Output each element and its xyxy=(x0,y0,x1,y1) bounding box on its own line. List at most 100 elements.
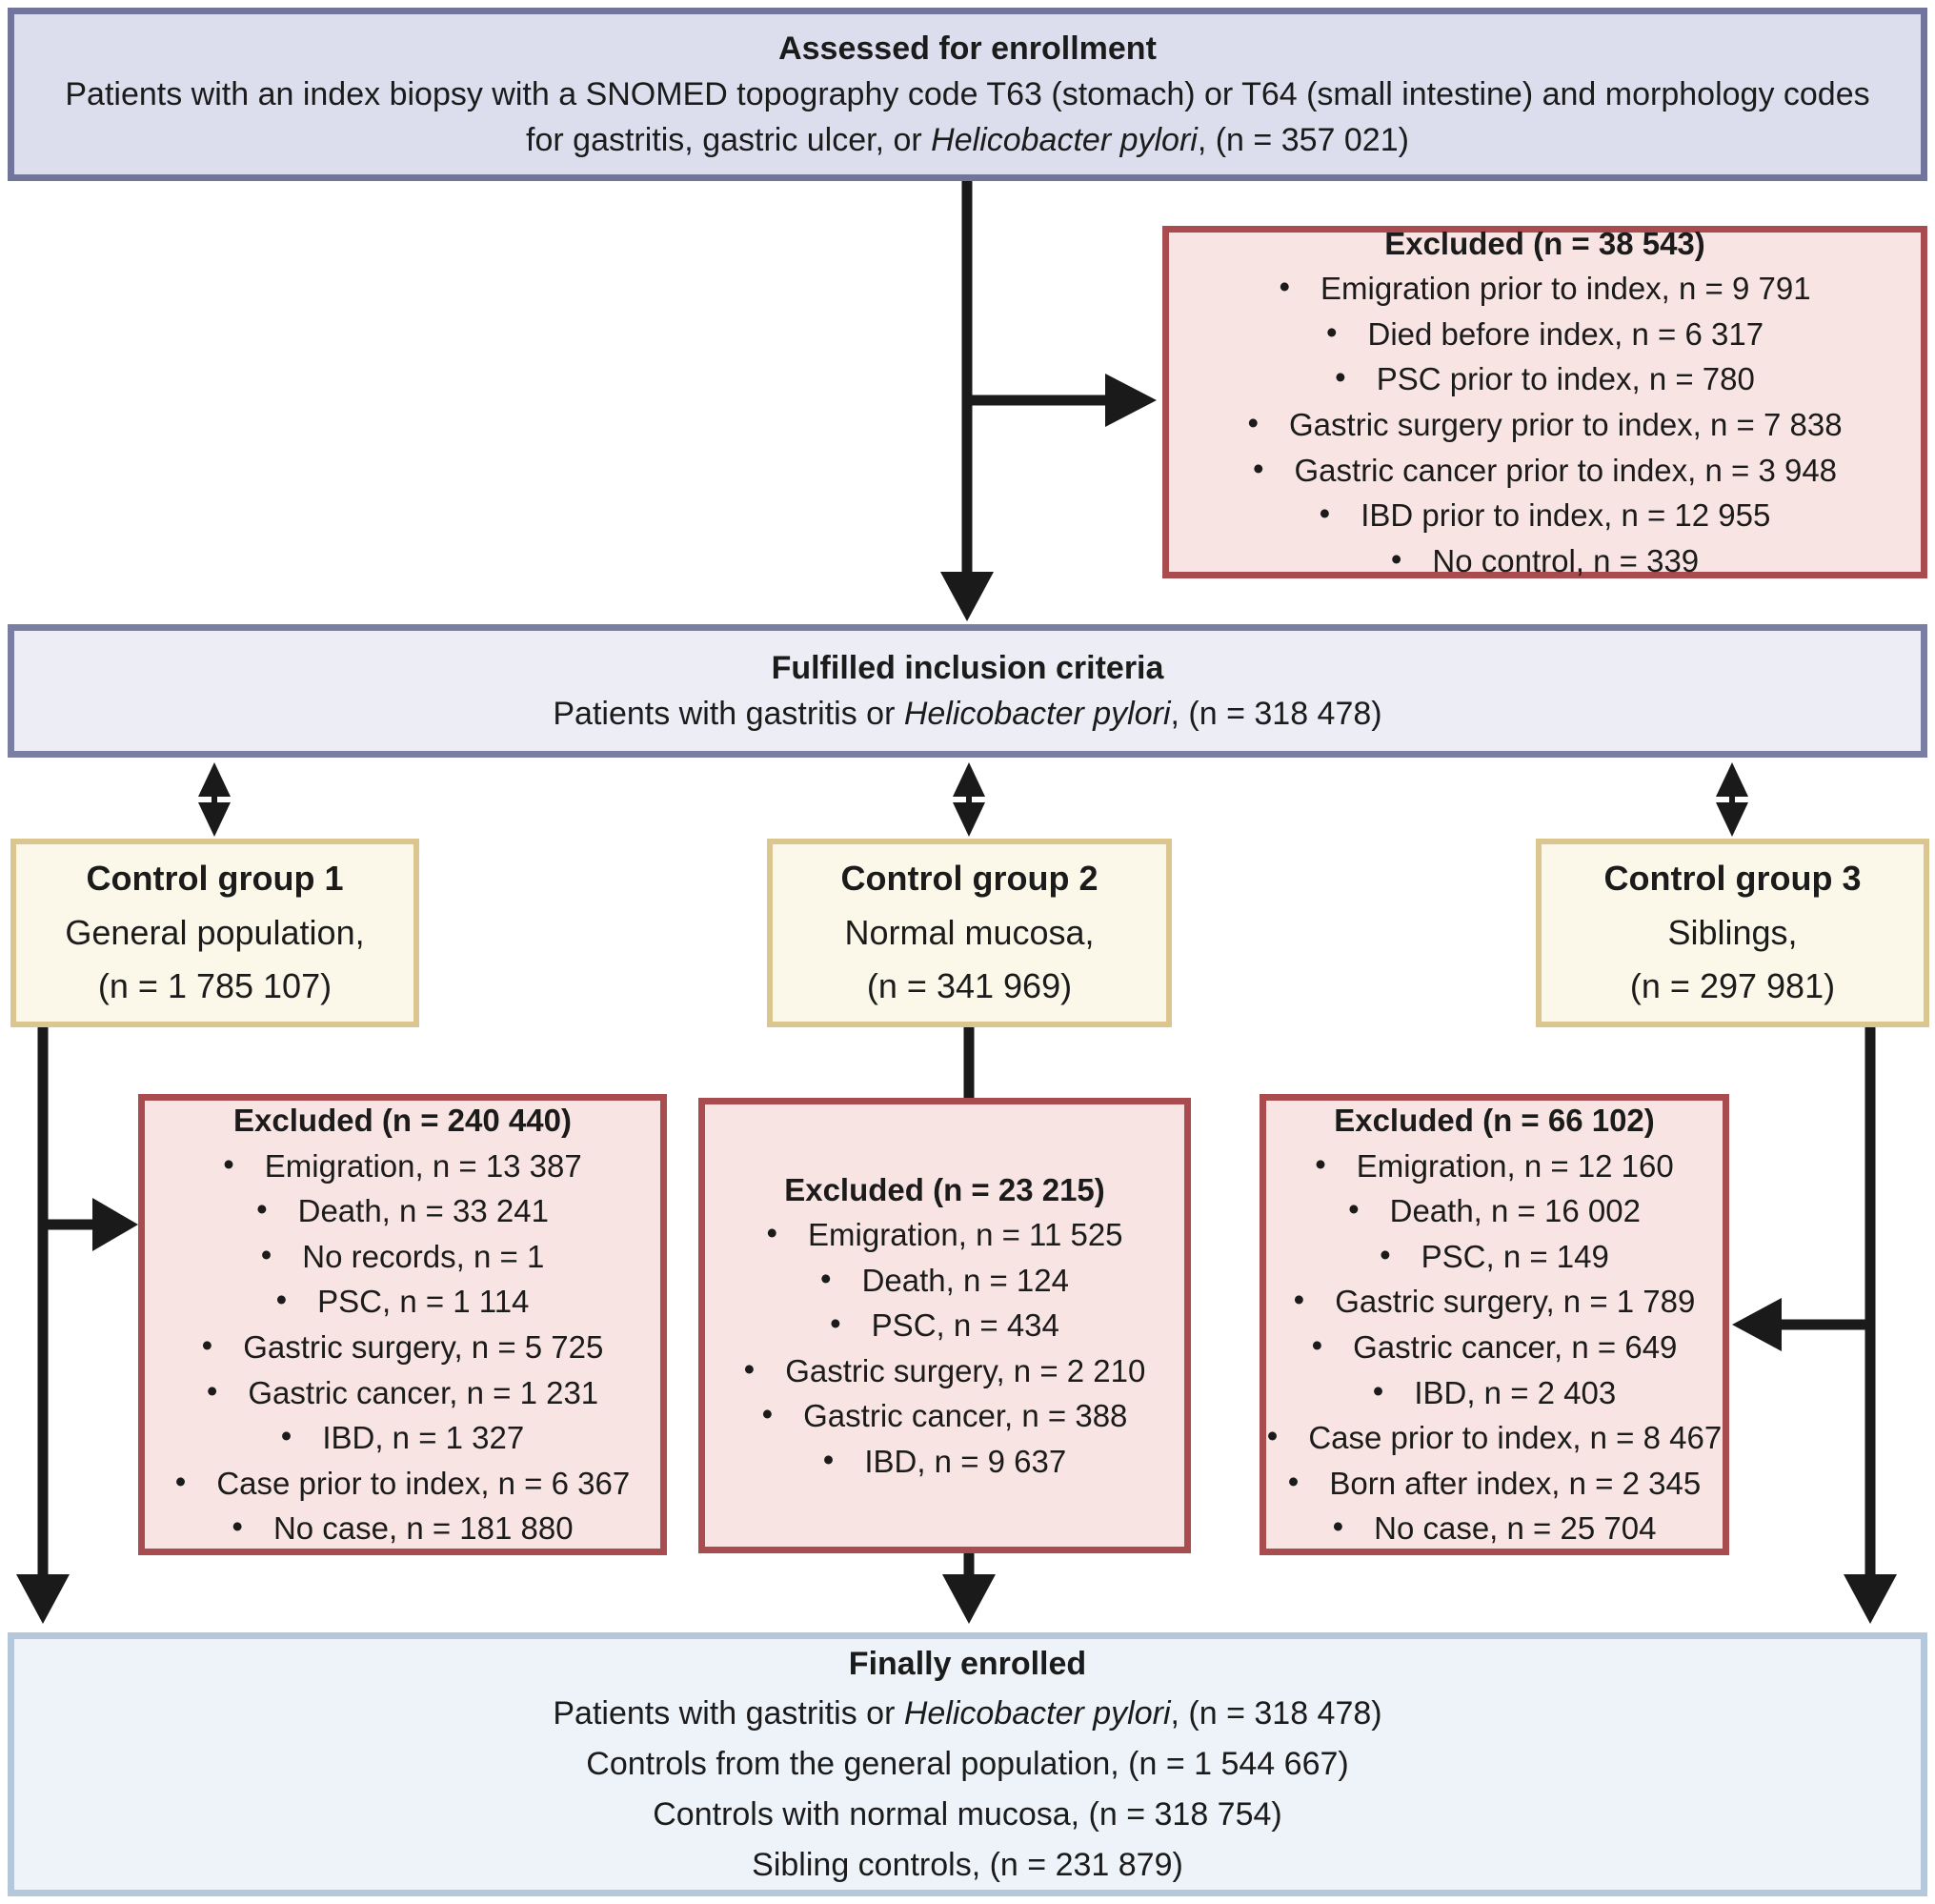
excluded-item-text: IBD, n = 2 403 xyxy=(1414,1374,1617,1410)
bullet-icon: • xyxy=(822,1441,835,1477)
bullet-icon: • xyxy=(260,1236,272,1272)
excluded-item-text: PSC, n = 434 xyxy=(871,1307,1059,1344)
bullet-icon: • xyxy=(1372,1372,1384,1408)
final-line-general-population: Controls from the general population, (n… xyxy=(586,1739,1348,1790)
text-segment: Controls from the general population, (n… xyxy=(586,1746,1349,1783)
excluded-group-3-list: • Emigration, n = 12 160 • Death, n = 16 00… xyxy=(1267,1144,1722,1551)
bullet-icon: • xyxy=(1335,359,1346,395)
excluded-item-text: Died before index, n = 6 317 xyxy=(1367,315,1764,352)
excluded-item: • PSC prior to index, n = 780 xyxy=(1247,356,1842,402)
excluded-top-list: •Emigration prior to index, n = 9 791•Di… xyxy=(1247,266,1842,583)
bullet-icon: • xyxy=(1390,540,1402,577)
excluded-item: • Gastric cancer, n = 388 xyxy=(744,1393,1146,1439)
control-group-3-title: Control group 3 xyxy=(1603,858,1862,898)
final-box: Finally enrolled Patients with gastritis… xyxy=(8,1632,1927,1896)
excluded-group-1-title: Excluded (n = 240 440) xyxy=(233,1103,572,1139)
bullet-icon: • xyxy=(830,1306,841,1342)
bullet-icon: • xyxy=(761,1396,774,1432)
final-title: Finally enrolled xyxy=(848,1645,1087,1682)
excluded-item-text: PSC prior to index, n = 780 xyxy=(1376,361,1755,397)
text-segment: , (n = 318 478) xyxy=(1170,696,1382,732)
bullet-icon: • xyxy=(1311,1327,1323,1363)
control-group-1-title: Control group 1 xyxy=(86,858,344,898)
excluded-item: • No records, n = 1 xyxy=(175,1234,630,1280)
excluded-item-text: PSC, n = 1 114 xyxy=(317,1284,530,1320)
bullet-icon: • xyxy=(1266,1418,1279,1454)
excluded-item: • PSC, n = 434 xyxy=(744,1303,1146,1348)
assessed-body: Patients with an index biopsy with a SNO… xyxy=(49,71,1886,164)
bullet-icon: • xyxy=(1287,1463,1300,1499)
excluded-item: • Emigration prior to index, n = 9 791 xyxy=(1247,266,1842,312)
arrow-cg3-to-final xyxy=(1844,1025,1897,1624)
control-group-3-box: Control group 3 Siblings, (n = 297 981) xyxy=(1536,839,1929,1027)
excluded-item-text: IBD, n = 9 637 xyxy=(864,1443,1067,1479)
excluded-item: •IBD prior to index, n = 12 955 xyxy=(1247,493,1842,538)
excluded-item: • Emigration, n = 12 160 xyxy=(1267,1144,1722,1189)
bullet-icon: • xyxy=(743,1350,756,1387)
excluded-item: • Emigration, n = 11 525 xyxy=(744,1212,1146,1258)
bullet-icon: • xyxy=(820,1260,832,1296)
control-group-3-desc: Siblings, xyxy=(1667,912,1798,952)
bullet-icon: • xyxy=(1252,450,1264,486)
bullet-icon: • xyxy=(1315,1145,1326,1182)
excluded-item-text: Death, n = 33 241 xyxy=(297,1193,549,1229)
double-arrow-control-group-1 xyxy=(198,762,231,837)
control-group-1-n: (n = 1 785 107) xyxy=(97,966,333,1006)
final-line-patients: Patients with gastritis or Helicobacter … xyxy=(553,1689,1381,1739)
excluded-item: •Gastric surgery, n = 1 789 xyxy=(1267,1279,1722,1325)
excluded-item: • Gastric cancer prior to index, n = 3 94… xyxy=(1247,448,1842,494)
bullet-icon: • xyxy=(1319,496,1331,532)
bullet-icon: • xyxy=(232,1509,243,1545)
excluded-item-text: Gastric surgery, n = 5 725 xyxy=(243,1329,604,1365)
excluded-item-text: Case prior to index, n = 6 367 xyxy=(216,1465,631,1501)
excluded-item-text: Gastric surgery, n = 2 210 xyxy=(785,1352,1146,1388)
excluded-item-text: Gastric cancer prior to index, n = 3 948 xyxy=(1294,452,1838,488)
excluded-item: •IBD, n = 1 327 xyxy=(175,1415,630,1461)
excluded-item-text: Death, n = 16 002 xyxy=(1389,1193,1641,1229)
excluded-group-2-title: Excluded (n = 23 215) xyxy=(784,1171,1105,1207)
text-segment: Patients with an index biopsy with a SNO… xyxy=(65,75,1870,159)
excluded-item: •Case prior to index, n = 6 367 xyxy=(175,1461,630,1507)
bullet-icon: • xyxy=(766,1215,778,1251)
bullet-icon: • xyxy=(1247,405,1260,440)
bullet-icon: • xyxy=(280,1418,292,1454)
italic-text-segment: Helicobacter pylori xyxy=(903,1695,1171,1732)
arrow-cg1-to-final xyxy=(16,1025,70,1624)
excluded-item-text: Emigration, n = 11 525 xyxy=(808,1217,1123,1253)
bullet-icon: • xyxy=(206,1372,218,1408)
bullet-icon: • xyxy=(1293,1282,1305,1318)
bullet-icon: • xyxy=(1279,269,1290,305)
excluded-group-1-box: Excluded (n = 240 440) • Emigration, n = … xyxy=(138,1094,667,1555)
inclusion-title: Fulfilled inclusion criteria xyxy=(771,649,1164,686)
bullet-icon: • xyxy=(1348,1191,1360,1227)
excluded-item: •Death, n = 33 241 xyxy=(175,1188,630,1234)
excluded-item: • No control, n = 339 xyxy=(1247,538,1842,584)
excluded-item: •Born after index, n = 2 345 xyxy=(1267,1461,1722,1507)
excluded-item: • IBD, n = 2 403 xyxy=(1267,1370,1722,1416)
bullet-icon: • xyxy=(1332,1509,1344,1545)
excluded-item-text: Emigration, n = 13 387 xyxy=(264,1147,582,1184)
excluded-item: •PSC, n = 1 114 xyxy=(175,1279,630,1325)
excluded-item: •Died before index, n = 6 317 xyxy=(1247,312,1842,357)
text-segment: Patients with gastritis or xyxy=(553,1695,904,1732)
control-group-1-desc: General population, xyxy=(65,912,365,952)
excluded-item-text: No records, n = 1 xyxy=(302,1238,545,1274)
excluded-item-text: Emigration prior to index, n = 9 791 xyxy=(1320,271,1811,307)
text-segment: , (n = 357 021) xyxy=(1197,122,1409,159)
excluded-item: •No case, n = 181 880 xyxy=(175,1506,630,1551)
control-group-2-n: (n = 341 969) xyxy=(866,966,1073,1006)
excluded-item-text: No control, n = 339 xyxy=(1432,542,1700,578)
italic-text-segment: Helicobacter pylori xyxy=(903,696,1171,732)
bullet-icon: • xyxy=(1380,1236,1391,1272)
arrow-excluded2-to-final xyxy=(942,1553,996,1624)
final-line-siblings: Sibling controls, (n = 231 879) xyxy=(752,1840,1183,1891)
excluded-item: •Gastric surgery, n = 5 725 xyxy=(175,1325,630,1370)
excluded-group-2-list: •Emigration, n = 11 525•Death, n = 124•P… xyxy=(744,1212,1146,1484)
excluded-item-text: Emigration, n = 12 160 xyxy=(1356,1147,1674,1184)
excluded-item: • Gastric surgery, n = 2 210 xyxy=(744,1348,1146,1394)
excluded-item-text: Gastric cancer, n = 388 xyxy=(803,1398,1128,1434)
excluded-group-3-title: Excluded (n = 66 102) xyxy=(1334,1103,1655,1139)
excluded-group-2-box: Excluded (n = 23 215) • Emigration, n = 1… xyxy=(698,1098,1191,1553)
